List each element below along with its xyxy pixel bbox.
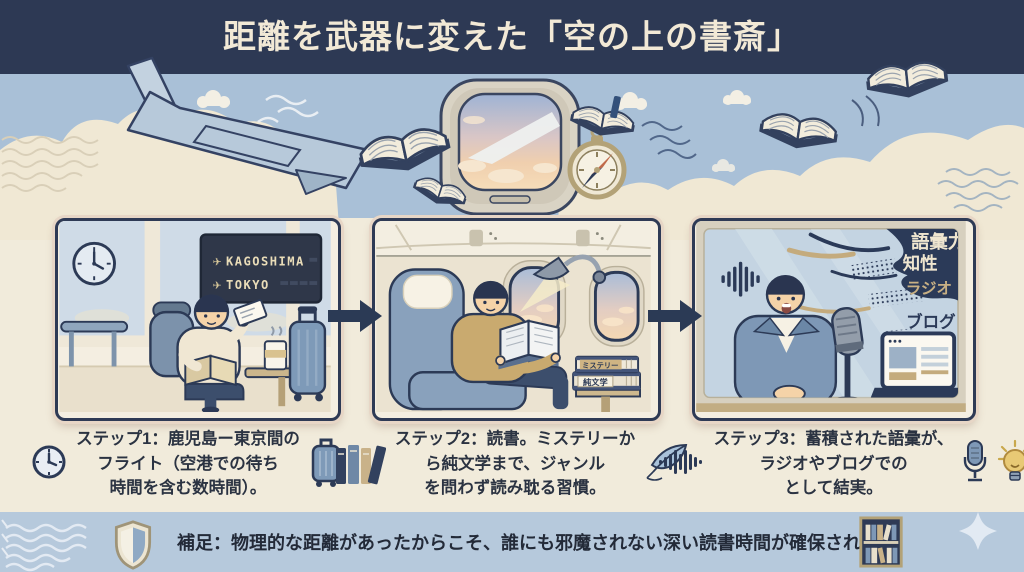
clock-icon [31,444,67,485]
bookshelf-icon [858,516,904,572]
caption-line: 時間を含む数時間）。 [109,479,267,498]
board-row-city: TOKYO [226,278,270,292]
step3-panel: 語彙力 知性 ラジオ ブログ [692,218,976,421]
arrow-right-icon [328,300,382,332]
reading-passenger [450,280,569,410]
laptop [870,331,959,398]
caption-line: ステップ2：読書。ミステリーか [394,429,636,448]
step1-panel: ✈ KAGOSHIMA ✈ TOKYO [55,218,341,421]
shield-icon [112,520,154,572]
microphone-art [831,307,864,398]
side-table-books: 純文学 ミステリー [572,355,641,412]
step1-caption: ステップ1：鹿児島ー東京間の フライト（空港での待ち 時間を含む数時間）。 [26,420,348,508]
step3-caption-text: ステップ3：蓄積された語彙が、 ラジオやブログでの として結実。 [714,427,954,501]
arrow-right-icon [648,300,702,332]
svg-text:✈: ✈ [212,257,221,269]
books-icon [334,438,387,491]
step2-panel: 純文学 ミステリー [372,218,661,421]
studio-scene: 語彙力 知性 ラジオ ブログ [696,221,966,412]
step2-caption: ステップ2：読書。ミステリーか ら純文学まで、ジャンル を問わず読み耽る習慣。 [335,420,688,508]
keyword: 語彙力 [911,231,966,252]
caption-line: ラジオやブログでの [759,454,908,473]
rolling-suitcase [288,306,327,402]
step1-caption-text: ステップ1：鹿児島ー東京間の フライト（空港での待ち 時間を含む数時間）。 [76,427,300,501]
bench [60,320,129,367]
caption-line: ら純文学まで、ジャンル [424,454,605,473]
cabin-scene: 純文学 ミステリー [376,221,651,412]
airplane-seat [388,268,527,411]
word-wave [886,228,959,303]
svg-text:✈: ✈ [212,280,221,292]
footer-band [0,512,1024,572]
page-title: 距離を武器に変えた「空の上の書斎」 [223,18,801,55]
coffee-table [244,325,324,407]
sky-band [0,74,1024,218]
waveform-art [721,261,760,297]
departure-board: ✈ KAGOSHIMA ✈ TOKYO [199,233,323,304]
keyword: ブログ [906,313,956,332]
caption-line: として結実。 [784,479,883,498]
waveform-icon [657,447,705,482]
step2-caption-text: ステップ2：読書。ミステリーか ら純文学まで、ジャンル を問わず読み耽る習慣。 [395,427,635,501]
board-row-city: KAGOSHIMA [226,255,305,269]
boarding-pass [233,299,268,327]
traveler [149,294,268,412]
caption-line: フライト（空港での待ち [97,454,279,473]
caption-line: を問わず読み耽る習慣。 [424,479,606,498]
caption-line: ステップ1：鹿児島ー東京間の [76,429,300,448]
lightbulb-icon [997,439,1024,490]
step3-caption: ステップ3：蓄積された語彙が、 ラジオやブログでの として結実。 [658,420,1024,508]
footer-note: 補足：物理的な距離があったからこそ、誰にも邪魔されない深い読書時間が確保された。 [177,533,897,553]
cabin-window [588,265,645,347]
reading-lamp [519,254,607,313]
keyword: 知性 [902,253,938,273]
book-spine-label: ミステリー [582,361,618,370]
microphone-icon [962,439,988,490]
caption-line: ステップ3：蓄積された語彙が、 [713,429,954,448]
airport-scene: ✈ KAGOSHIMA ✈ TOKYO [59,221,331,412]
open-book [499,319,560,365]
wall-clock [72,241,116,286]
keyword: ラジオ [906,280,952,298]
book-spine-label: 純文学 [583,377,608,387]
speaker [733,275,838,398]
